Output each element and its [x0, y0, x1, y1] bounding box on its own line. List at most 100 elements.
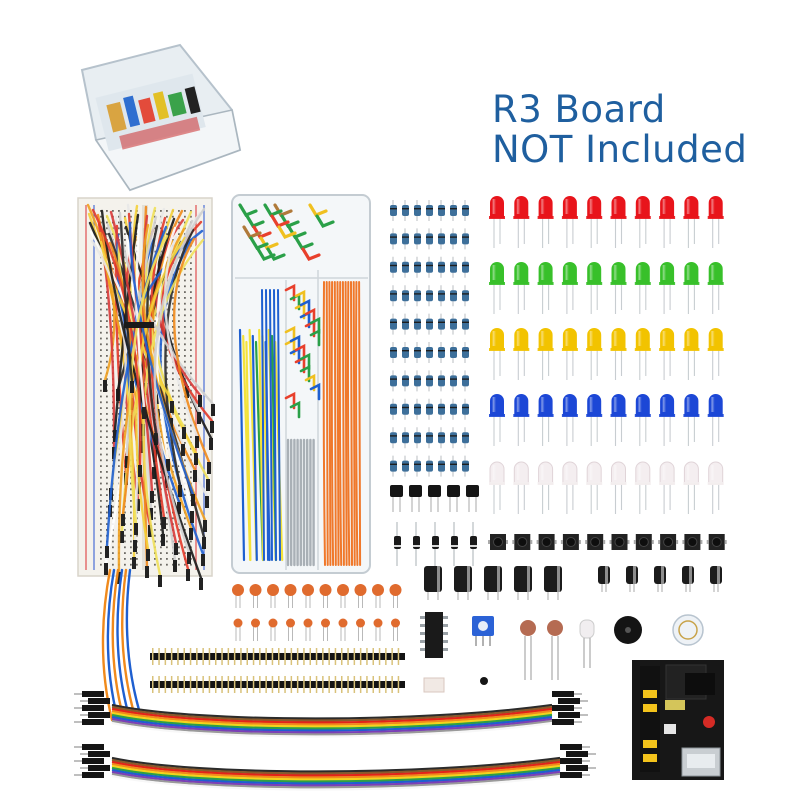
- resistor-band: [414, 236, 421, 238]
- capacitor-stripe: [437, 566, 440, 592]
- led-shine: [662, 199, 667, 214]
- led-rim: [659, 282, 676, 285]
- resistor-band: [402, 406, 409, 409]
- led-shine: [516, 265, 521, 280]
- header-pin: [189, 676, 192, 693]
- resistor: [390, 347, 397, 358]
- wire-pin: [201, 554, 205, 566]
- resistor: [426, 290, 433, 302]
- led-shine: [710, 397, 715, 412]
- wire-pin: [203, 520, 207, 532]
- dupont-connector: [566, 751, 588, 757]
- orange-jumper: [341, 281, 345, 566]
- resistor: [390, 205, 397, 216]
- ceramic-capacitor: [321, 618, 330, 628]
- header-pin: [334, 676, 337, 693]
- capacitor-stripe: [557, 566, 560, 592]
- resistor: [426, 205, 433, 216]
- led-shine: [492, 199, 496, 214]
- wire-pin: [146, 549, 150, 561]
- ribbon-wire: [111, 774, 561, 791]
- header-pin: [233, 648, 236, 665]
- led-rim: [537, 282, 554, 285]
- resistor: [462, 347, 469, 358]
- header-pin: [328, 676, 330, 693]
- resistor: [450, 347, 457, 358]
- wire-pin: [161, 534, 165, 546]
- header-pin: [284, 676, 286, 693]
- header-pin: [240, 648, 242, 665]
- led-rim: [659, 482, 676, 485]
- electrolytic-capacitor: [682, 566, 694, 584]
- wire-pin: [133, 540, 137, 552]
- led-shine: [686, 265, 691, 280]
- wire-pin: [150, 491, 154, 503]
- resistor: [402, 233, 409, 245]
- diode-band: [394, 545, 401, 547]
- capacitor-stripe: [689, 566, 692, 584]
- resistor-band: [414, 208, 421, 210]
- dupont-pin: [80, 767, 88, 769]
- header-pin: [278, 648, 280, 665]
- led-rim: [707, 482, 724, 485]
- resistor-band: [426, 435, 433, 437]
- header-pin: [183, 676, 185, 693]
- transistor: [466, 485, 479, 497]
- orange-jumper: [333, 281, 337, 566]
- electrolytic-capacitor: [710, 566, 722, 584]
- small-parts: [390, 485, 479, 512]
- led-rim: [513, 414, 530, 417]
- resistor: [438, 205, 445, 216]
- wire-pin: [148, 525, 152, 537]
- electrolytic-capacitor: [598, 566, 610, 584]
- header-pin: [265, 648, 267, 665]
- ribbon-wire: [111, 758, 561, 775]
- dupont-pin: [74, 760, 82, 762]
- mid-jumper: [289, 334, 301, 353]
- long-jumper-wire: [116, 568, 132, 722]
- led-rim: [634, 482, 651, 485]
- long-jumper-wire: [106, 568, 120, 722]
- header-pin: [347, 648, 349, 665]
- resistor: [402, 290, 409, 302]
- led-rim: [513, 216, 530, 219]
- wire-pin: [211, 404, 215, 416]
- led-rim: [489, 282, 505, 285]
- header-pin: [259, 648, 261, 665]
- dupont-connector: [566, 765, 588, 771]
- electrolytic-capacitors: [424, 566, 722, 600]
- ribbon-wire: [111, 762, 561, 779]
- diode-band: [413, 545, 420, 547]
- diode-band: [470, 545, 477, 547]
- dupont-connector: [82, 758, 104, 764]
- header-pin: [278, 676, 280, 693]
- resistor-band: [390, 378, 397, 380]
- resistor-band: [390, 463, 397, 465]
- header-pin: [372, 676, 374, 693]
- resistor-band: [438, 208, 445, 210]
- ribbon-wire: [111, 772, 561, 789]
- tact-switch-row: [488, 534, 727, 550]
- ceramic-capacitor: [302, 584, 314, 596]
- wire-pin: [121, 514, 125, 526]
- switch-pin: [560, 540, 563, 544]
- blue-jumper: [261, 289, 265, 561]
- switch-pin: [676, 540, 679, 544]
- header-pin: [227, 648, 230, 665]
- wire-pin: [152, 467, 156, 479]
- led-rim: [513, 348, 530, 351]
- led-shine: [540, 265, 545, 280]
- ribbon-wire: [111, 709, 553, 726]
- header-pin: [359, 676, 362, 693]
- orange-jumper: [325, 281, 329, 566]
- resistor-band: [438, 406, 445, 409]
- wire-pin: [145, 566, 149, 578]
- resistor-band: [402, 236, 409, 238]
- wire-pin: [190, 511, 194, 523]
- jumper-wire: [90, 239, 127, 490]
- dupont-pin: [574, 721, 582, 723]
- ribbon-wire: [111, 717, 553, 734]
- led-rim: [634, 348, 651, 351]
- resistor-band: [462, 264, 469, 267]
- switch-pin: [700, 540, 703, 544]
